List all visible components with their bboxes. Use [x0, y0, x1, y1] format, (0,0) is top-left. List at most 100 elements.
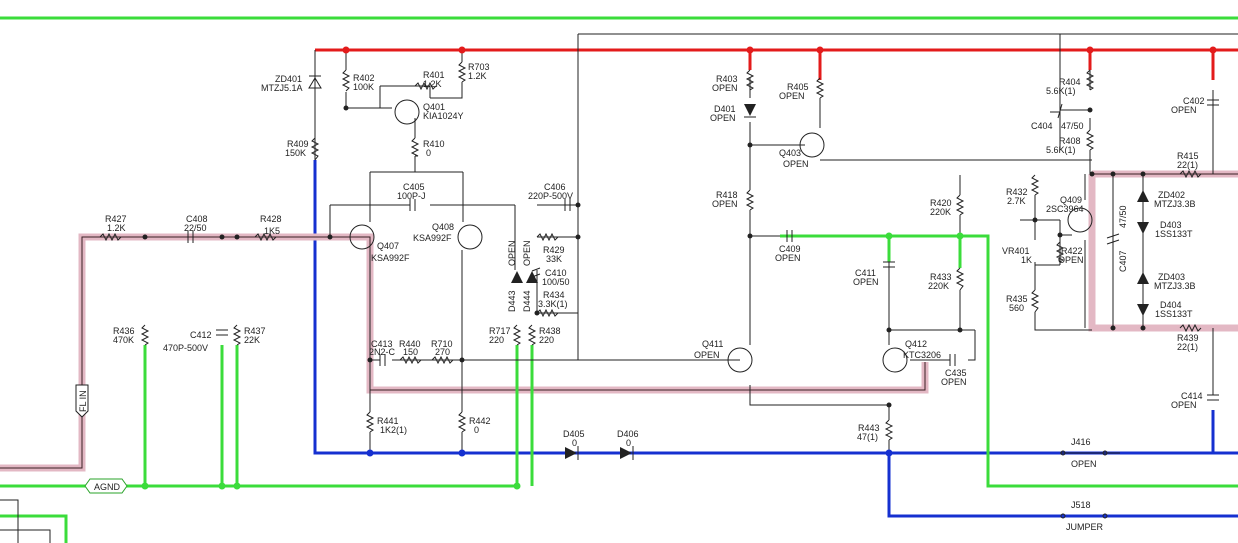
- rails: [0, 16, 1238, 543]
- r435-value: 560: [1009, 303, 1024, 313]
- c402-value: OPEN: [1171, 105, 1197, 115]
- r428-value: 1K5: [264, 226, 280, 236]
- vr401-value: 1K: [1021, 255, 1032, 265]
- d444-ref: D444: [522, 290, 532, 312]
- q409-value: 2SC3964: [1046, 204, 1084, 214]
- r405-value: OPEN: [779, 91, 805, 101]
- negative-rail-lower: [887, 453, 1238, 518]
- r418-ref: R418: [716, 190, 738, 200]
- signal-path-input-core: [0, 236, 926, 469]
- d444-symbol: [526, 271, 538, 283]
- d405-ref: D405: [563, 429, 585, 439]
- r437-ref: R437: [244, 326, 266, 336]
- j518-value: JUMPER: [1066, 522, 1104, 532]
- zd402-value: MTZJ3.3B: [1154, 199, 1196, 209]
- d444-value: OPEN: [522, 240, 532, 266]
- agnd-port: [84, 478, 128, 494]
- j518-pad-a: [1060, 513, 1066, 519]
- r404-ref: R404: [1059, 77, 1081, 87]
- r717-ref: R717: [489, 326, 511, 336]
- zd403-ref: ZD403: [1158, 272, 1185, 282]
- c409-value: OPEN: [775, 253, 801, 263]
- r703-value: 1.2K: [468, 71, 487, 81]
- j416-ref: J416: [1071, 437, 1091, 447]
- c408-ref: C408: [186, 214, 208, 224]
- d443-ref: D443: [507, 290, 517, 312]
- capacitor-symbols: [187, 99, 1219, 401]
- c412-value: 470P-500V: [163, 343, 208, 353]
- d406-ref: D406: [617, 429, 639, 439]
- c402-ref: C402: [1183, 96, 1205, 106]
- q409-ref: Q409: [1060, 195, 1082, 205]
- r441-ref: R441: [377, 416, 399, 426]
- r441-value: 1K2(1): [380, 425, 407, 435]
- junctions: [141, 46, 1217, 490]
- q401-ref: Q401: [423, 102, 445, 112]
- d403-ref: D403: [1160, 220, 1182, 230]
- zd403-symbol: [1137, 272, 1149, 284]
- r443-value: 47(1): [857, 432, 878, 442]
- q408-ref: Q408: [432, 222, 454, 232]
- d404-value: 1SS133T: [1155, 309, 1193, 319]
- r410-value: 0: [426, 148, 431, 158]
- r442-value: 0: [474, 425, 479, 435]
- r433-value: 220K: [928, 281, 949, 291]
- q407-value: KSA992F: [371, 253, 410, 263]
- ground-rail-right: [780, 234, 1238, 488]
- r435-ref: R435: [1006, 294, 1028, 304]
- r401-ref: R401: [423, 70, 445, 80]
- r420-ref: R420: [930, 198, 952, 208]
- corner-box: [0, 499, 51, 543]
- r438-ref: R438: [539, 326, 561, 336]
- r437-value: 22K: [244, 335, 260, 345]
- labels: FL IN AGND ZD401 MTZJ5.1A R402 100K R401…: [78, 62, 1205, 532]
- c405-ref: C405: [403, 182, 425, 192]
- r433-ref: R433: [930, 272, 952, 282]
- fl-in-label: FL IN: [78, 390, 88, 412]
- r434-value: 3.3K(1): [538, 299, 568, 309]
- d404-symbol: [1137, 304, 1149, 316]
- r432-value: 2.7K: [1007, 196, 1026, 206]
- signal-path-output-top: [1088, 174, 1238, 332]
- zd401-symbol: [308, 75, 322, 89]
- q411-value: OPEN: [694, 350, 720, 360]
- q403-ref: Q403: [779, 148, 801, 158]
- r418-value: OPEN: [712, 199, 738, 209]
- q408-value: KSA992F: [413, 233, 452, 243]
- r415-value: 22(1): [1177, 160, 1198, 170]
- fl-in-port: [75, 384, 89, 418]
- c411-ref: C411: [855, 268, 876, 278]
- r415-ref: R415: [1177, 151, 1199, 161]
- r422-value: OPEN: [1058, 255, 1084, 265]
- r432-ref: R432: [1006, 187, 1028, 197]
- c410-ref: C410: [545, 268, 567, 278]
- r409-value: 150K: [285, 148, 306, 158]
- r436-value: 470K: [113, 335, 134, 345]
- r422-ref: R422: [1061, 246, 1083, 256]
- r442-ref: R442: [469, 416, 491, 426]
- d403-symbol: [1137, 222, 1149, 234]
- r402-ref: R402: [353, 73, 375, 83]
- r403-ref: R403: [716, 74, 738, 84]
- c410-value: 100/50: [542, 277, 570, 287]
- negative-supply-rail: [313, 160, 1238, 455]
- r405-ref: R405: [787, 82, 809, 92]
- c413-value: 2N2-C: [369, 347, 396, 357]
- c412-ref: C412: [190, 330, 212, 340]
- r440-value: 150: [403, 347, 418, 357]
- r428-ref: R428: [260, 214, 282, 224]
- j416-pad-b: [1102, 450, 1108, 456]
- r429-value: 33K: [546, 254, 562, 264]
- r402-value: 100K: [353, 82, 374, 92]
- agnd-label: AGND: [94, 482, 121, 492]
- d443-symbol: [511, 271, 523, 283]
- resistor-symbols: [140, 61, 1095, 441]
- r438-value: 220: [539, 335, 554, 345]
- transistor-symbols: [349, 99, 1093, 373]
- r440-ref: R440: [399, 339, 421, 349]
- r434-ref: R434: [543, 290, 565, 300]
- c435-value: OPEN: [941, 377, 967, 387]
- c435-ref: C435: [945, 368, 967, 378]
- zd402-ref: ZD402: [1158, 190, 1185, 200]
